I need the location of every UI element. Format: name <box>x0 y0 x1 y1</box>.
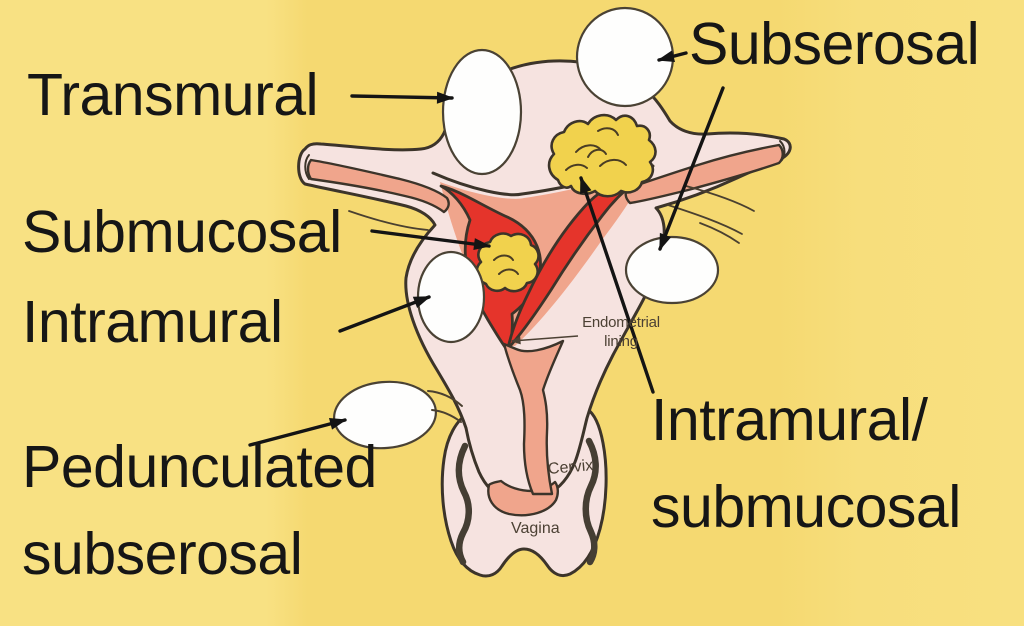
label-intramural-submucosal-line1: Intramural/ <box>651 387 928 453</box>
label-submucosal: Submucosal <box>22 199 342 265</box>
label-pedunculated-line1: Pedunculated <box>22 434 377 500</box>
arrow-endometrial-lining <box>510 335 579 345</box>
label-pedunculated-line2: subserosal <box>22 521 303 587</box>
label-vagina: Vagina <box>511 520 560 537</box>
tube-opening-arcs <box>304 140 786 180</box>
arrow-submucosal <box>370 229 491 251</box>
white-oval-subserosal-right <box>624 235 720 305</box>
label-endometrial-line2: lining <box>604 333 638 350</box>
white-oval-transmural <box>441 48 523 176</box>
white-fibroids <box>333 6 720 450</box>
label-transmural: Transmural <box>27 62 319 128</box>
label-intramural-submucosal: Intramural/ submucosal <box>651 377 961 551</box>
white-circle-subserosal-top <box>575 6 675 108</box>
yellow-fibroid-submucosal <box>475 232 540 293</box>
arrow-subserosal-top <box>657 50 688 63</box>
arrow-intramural <box>338 295 431 333</box>
vaginal-wall-folds <box>455 437 599 566</box>
vaginal-fornix <box>487 479 559 517</box>
label-intramural: Intramural <box>22 289 283 355</box>
arrow-subserosal-right <box>658 86 725 251</box>
pointer-arrows <box>248 50 725 447</box>
left-tube-canal <box>306 158 450 214</box>
arrow-pedunculated <box>248 418 347 447</box>
label-endometrial-lining: Endometrial lining <box>568 313 674 351</box>
cervical-canal <box>502 339 565 496</box>
right-tube-canal <box>624 143 784 205</box>
label-pedunculated-subserosal: Pedunculated subserosal <box>22 424 377 598</box>
label-endometrial-line1: Endometrial <box>582 314 660 331</box>
peduncle-stalk-lines <box>427 390 463 423</box>
label-subserosal: Subserosal <box>689 11 980 77</box>
arrow-transmural <box>350 91 454 104</box>
arrow-intramural-submucosal <box>579 176 655 394</box>
yellow-fibroid-fundal <box>547 113 657 198</box>
label-intramural-submucosal-line2: submucosal <box>651 474 961 540</box>
fibroid-texture-lines <box>493 127 627 275</box>
